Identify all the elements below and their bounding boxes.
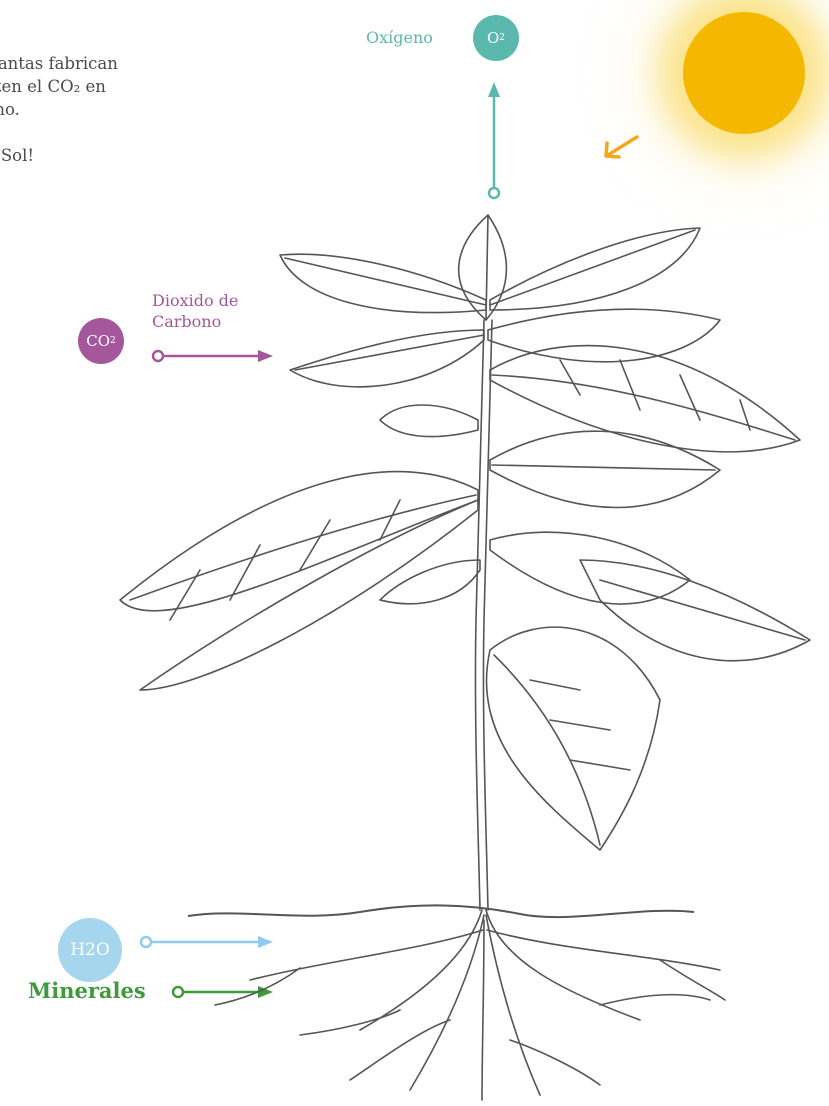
co2-label-line-2: Carbono	[152, 311, 238, 332]
co2-badge-subscript: 2	[110, 336, 116, 346]
plant-sketch	[120, 215, 810, 1100]
water-badge-text: H2O	[70, 940, 110, 960]
minerals-label: Minerales	[28, 978, 146, 1003]
oxygen-arrow	[488, 82, 500, 198]
water-arrow	[141, 936, 273, 948]
co2-arrow	[153, 350, 273, 362]
water-badge: H2O	[58, 918, 122, 982]
oxygen-label: Oxígeno	[366, 28, 433, 47]
co2-label-line-1: Dioxido de	[152, 290, 238, 311]
oxygen-badge-subscript: 2	[499, 33, 505, 43]
co2-label: Dioxido de Carbono	[152, 290, 238, 332]
sunlight-arrow	[606, 137, 637, 157]
co2-badge-symbol: CO	[86, 332, 110, 350]
soil-line	[188, 905, 694, 917]
oxygen-badge-symbol: O	[487, 29, 499, 47]
